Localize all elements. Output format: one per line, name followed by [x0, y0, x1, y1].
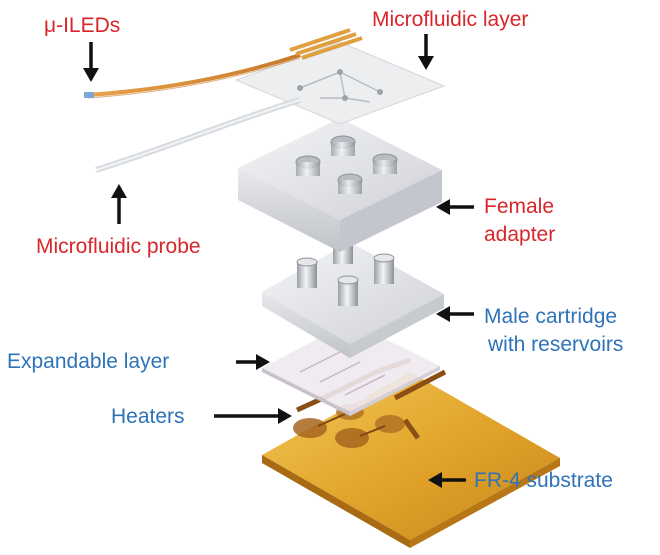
microfluidic-probe-strip — [95, 97, 301, 173]
label-female-adapter-line1: Female — [484, 195, 555, 218]
label-male-cartridge-line2: with reservoirs — [488, 333, 624, 356]
reservoir-post — [337, 275, 359, 306]
arrow-microfluidic-probe — [111, 184, 127, 224]
label-female-adapter-line2: adapter — [484, 223, 556, 246]
adapter-port — [337, 173, 363, 194]
flex-connector — [289, 28, 363, 60]
adapter-port — [330, 135, 356, 156]
male-cartridge-block — [262, 233, 444, 358]
adapter-port — [372, 153, 398, 174]
expandable-layer — [262, 322, 440, 416]
arrow-fr4-substrate — [428, 472, 466, 488]
arrow-male-cartridge — [436, 306, 474, 322]
adapter-port — [295, 155, 321, 176]
arrow-expandable-layer — [236, 354, 270, 370]
arrow-micro-ileds — [83, 42, 99, 82]
label-micro-ileds: μ-ILEDs — [44, 14, 121, 37]
arrow-female-adapter — [436, 199, 474, 215]
fr4-substrate-layer — [262, 357, 560, 548]
micro-iled-probe-strip — [84, 28, 363, 99]
arrow-microfluidic-layer — [418, 34, 434, 70]
female-adapter-block — [238, 118, 442, 252]
label-microfluidic-layer: Microfluidic layer — [372, 8, 529, 31]
label-male-cartridge-line1: Male cartridge — [484, 305, 618, 328]
label-expandable-layer: Expandable layer — [7, 350, 170, 373]
reservoir-post — [373, 253, 395, 284]
reservoir-post — [296, 257, 318, 288]
arrow-heaters — [214, 408, 292, 424]
label-microfluidic-probe: Microfluidic probe — [36, 235, 201, 258]
microfluidic-layer-sheet — [234, 41, 446, 125]
label-fr4-substrate: FR-4 substrate — [474, 469, 613, 492]
label-heaters: Heaters — [111, 405, 185, 428]
